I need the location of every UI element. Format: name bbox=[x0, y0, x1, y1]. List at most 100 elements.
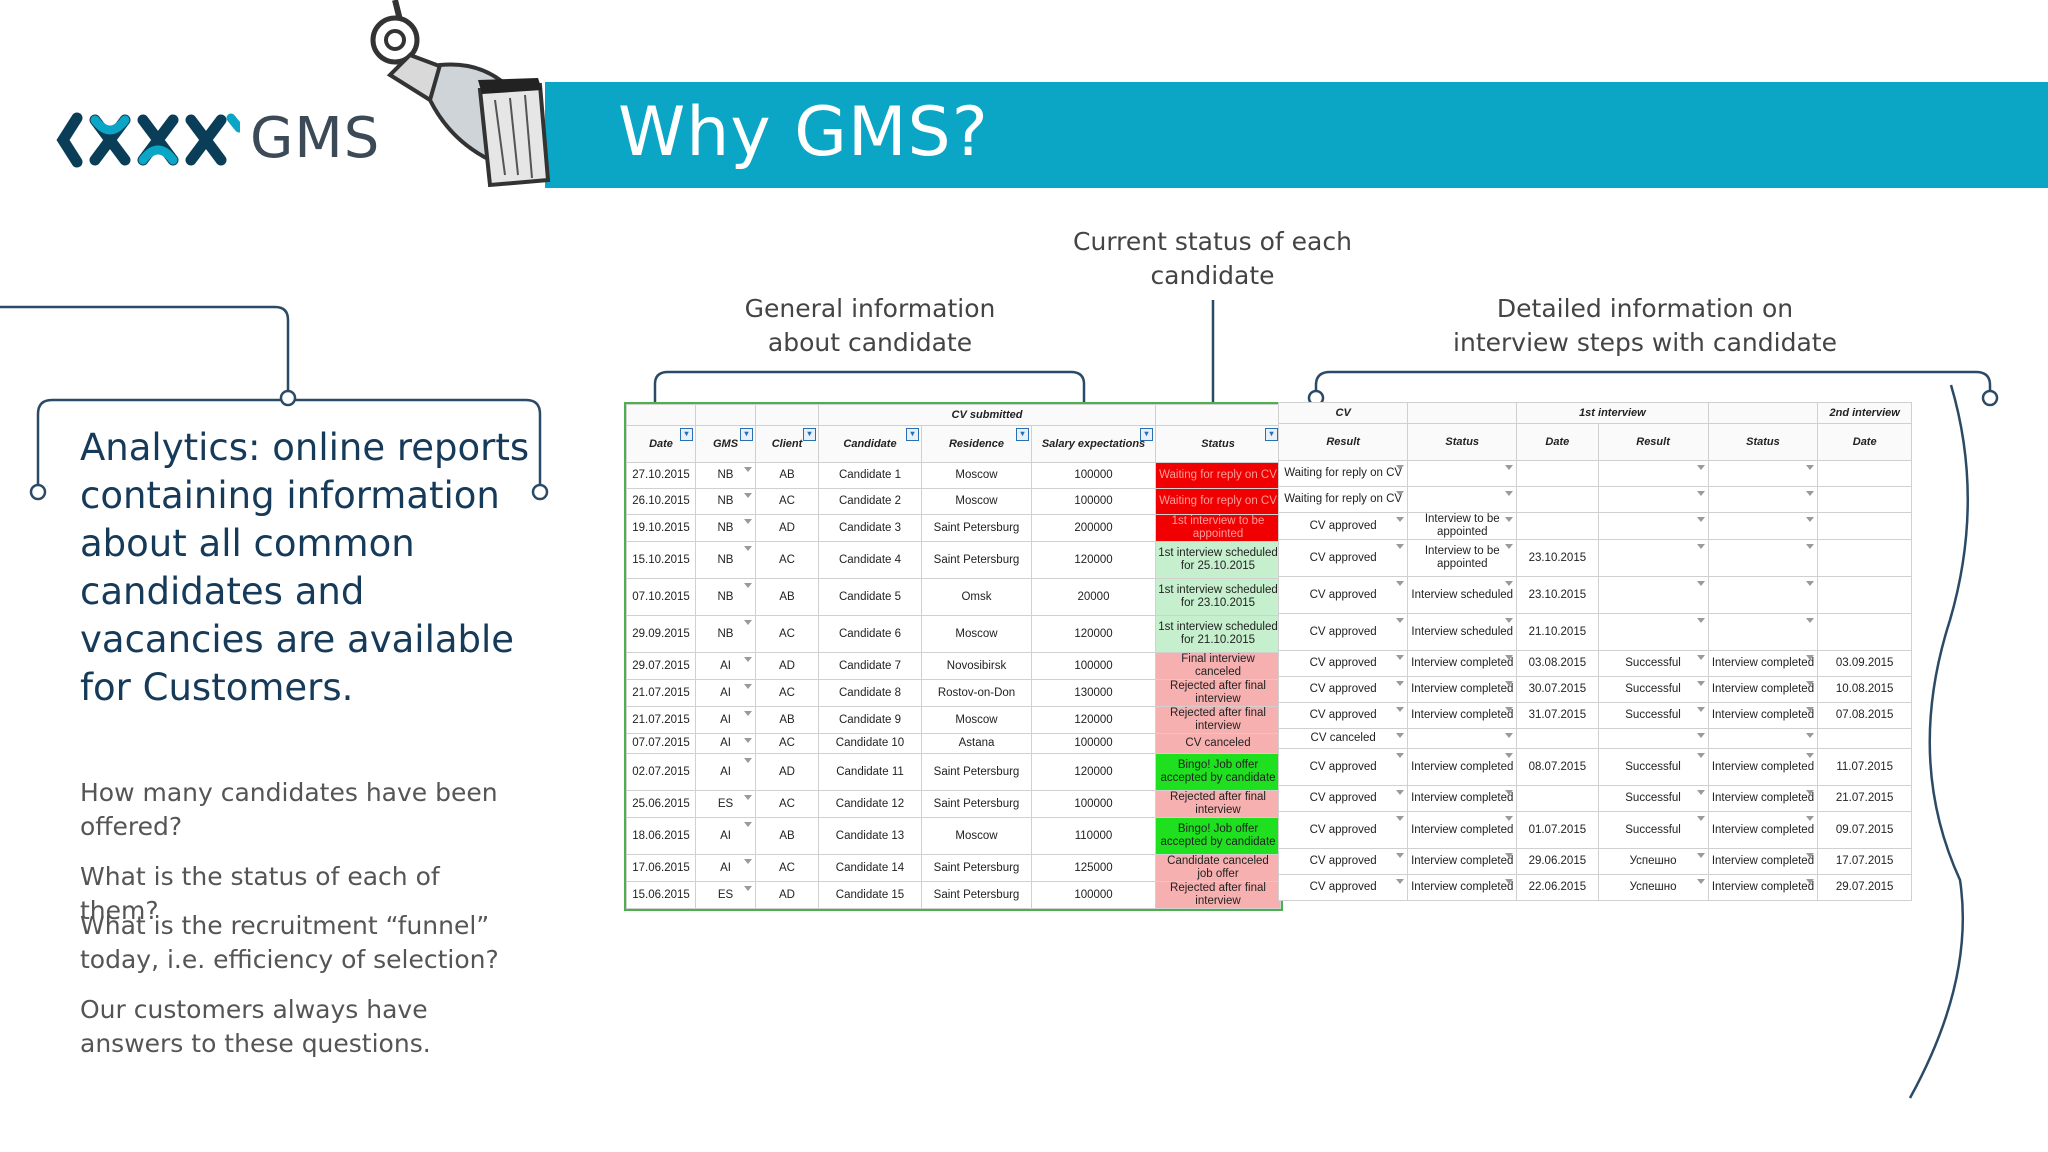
table-cell[interactable]: AI bbox=[695, 652, 756, 680]
status-cell[interactable]: Waiting for reply on CV bbox=[1155, 462, 1281, 489]
table-cell[interactable] bbox=[1597, 486, 1709, 513]
filter-button-icon[interactable]: ▾ bbox=[803, 428, 816, 441]
table-cell[interactable]: AI bbox=[695, 753, 756, 791]
table-cell[interactable]: Успешно bbox=[1597, 874, 1709, 901]
table-cell[interactable]: NB bbox=[695, 462, 756, 489]
table-cell[interactable]: CV approved bbox=[1278, 576, 1409, 614]
table-cell: 18.06.2015 bbox=[626, 817, 696, 855]
table-cell[interactable]: CV approved bbox=[1278, 613, 1409, 651]
table-cell[interactable]: NB bbox=[695, 514, 756, 542]
status-cell[interactable]: 1st interview to be appointed bbox=[1155, 514, 1281, 542]
status-cell[interactable]: CV canceled bbox=[1155, 733, 1281, 754]
table-cell[interactable]: CV approved bbox=[1278, 811, 1409, 849]
table-cell[interactable]: CV approved bbox=[1278, 748, 1409, 786]
table-cell[interactable] bbox=[1597, 512, 1709, 540]
table-cell[interactable]: Interview completed bbox=[1407, 874, 1518, 901]
table-cell[interactable]: Successful bbox=[1597, 748, 1709, 786]
table-cell[interactable] bbox=[1707, 486, 1819, 513]
status-cell[interactable]: Rejected after final interview bbox=[1155, 679, 1281, 707]
filter-button-icon[interactable]: ▾ bbox=[1265, 428, 1278, 441]
table-cell[interactable]: CV approved bbox=[1278, 874, 1409, 901]
table-cell[interactable] bbox=[1597, 460, 1709, 487]
table-cell[interactable] bbox=[1707, 539, 1819, 577]
table-cell[interactable] bbox=[1597, 613, 1709, 651]
status-cell[interactable]: Final interview canceled bbox=[1155, 652, 1281, 680]
table-cell[interactable]: AI bbox=[695, 854, 756, 882]
table-cell[interactable]: CV approved bbox=[1278, 512, 1409, 540]
table-cell[interactable]: Interview completed bbox=[1707, 650, 1819, 677]
table-cell[interactable]: AI bbox=[695, 817, 756, 855]
table-cell[interactable]: Interview completed bbox=[1407, 848, 1518, 875]
status-cell[interactable]: Candidate canceled job offer bbox=[1155, 854, 1281, 882]
filter-button-icon[interactable]: ▾ bbox=[740, 428, 753, 441]
table-cell[interactable]: NB bbox=[695, 578, 756, 616]
table-cell[interactable]: Interview completed bbox=[1407, 811, 1518, 849]
table-cell[interactable]: CV approved bbox=[1278, 785, 1409, 812]
table-cell[interactable] bbox=[1597, 539, 1709, 577]
table-cell[interactable]: Interview completed bbox=[1707, 785, 1819, 812]
table-cell[interactable]: Successful bbox=[1597, 650, 1709, 677]
table-cell[interactable]: Interview completed bbox=[1707, 874, 1819, 901]
table-cell[interactable]: CV approved bbox=[1278, 539, 1409, 577]
table-cell[interactable] bbox=[1597, 576, 1709, 614]
table-cell[interactable] bbox=[1707, 728, 1819, 749]
table-cell[interactable]: Успешно bbox=[1597, 848, 1709, 875]
table-cell[interactable] bbox=[1407, 460, 1518, 487]
table-cell[interactable]: CV approved bbox=[1278, 676, 1409, 703]
status-cell[interactable]: 1st interview scheduled for 23.10.2015 bbox=[1155, 578, 1281, 616]
table-cell[interactable]: Successful bbox=[1597, 811, 1709, 849]
table-cell[interactable]: NB bbox=[695, 488, 756, 515]
filter-button-icon[interactable]: ▾ bbox=[1140, 428, 1153, 441]
table-cell[interactable]: CV approved bbox=[1278, 848, 1409, 875]
filter-button-icon[interactable]: ▾ bbox=[680, 428, 693, 441]
table-cell[interactable] bbox=[1707, 512, 1819, 540]
table-cell[interactable]: Interview completed bbox=[1707, 676, 1819, 703]
table-cell[interactable]: CV approved bbox=[1278, 650, 1409, 677]
status-cell[interactable]: 1st interview scheduled for 25.10.2015 bbox=[1155, 541, 1281, 579]
status-cell[interactable]: Rejected after final interview bbox=[1155, 706, 1281, 734]
table-cell[interactable] bbox=[1707, 613, 1819, 651]
table-cell[interactable]: CV canceled bbox=[1278, 728, 1409, 749]
status-cell[interactable]: 1st interview scheduled for 21.10.2015 bbox=[1155, 615, 1281, 653]
table-cell[interactable]: Interview completed bbox=[1707, 748, 1819, 786]
table-cell[interactable]: Interview completed bbox=[1407, 748, 1518, 786]
status-cell[interactable]: Rejected after final interview bbox=[1155, 881, 1281, 909]
status-cell[interactable]: Waiting for reply on CV bbox=[1155, 488, 1281, 515]
table-cell[interactable]: ES bbox=[695, 790, 756, 818]
table-cell[interactable]: Interview to be appointed bbox=[1407, 539, 1518, 577]
table-cell[interactable] bbox=[1407, 728, 1518, 749]
filter-button-icon[interactable]: ▾ bbox=[1016, 428, 1029, 441]
table-cell[interactable]: NB bbox=[695, 615, 756, 653]
table-cell[interactable]: Interview completed bbox=[1707, 848, 1819, 875]
table-cell[interactable]: Interview completed bbox=[1407, 676, 1518, 703]
table-cell[interactable] bbox=[1597, 728, 1709, 749]
table-cell[interactable]: CV approved bbox=[1278, 702, 1409, 729]
status-cell[interactable]: Bingo! Job offer accepted by candidate bbox=[1155, 817, 1281, 855]
table-cell[interactable]: Interview scheduled bbox=[1407, 576, 1518, 614]
table-cell[interactable] bbox=[1407, 486, 1518, 513]
table-cell[interactable]: Interview scheduled bbox=[1407, 613, 1518, 651]
table-cell[interactable]: NB bbox=[695, 541, 756, 579]
filter-button-icon[interactable]: ▾ bbox=[906, 428, 919, 441]
table-cell[interactable]: Interview completed bbox=[1407, 785, 1518, 812]
table-cell: Candidate 4 bbox=[818, 541, 922, 579]
table-cell[interactable]: AI bbox=[695, 706, 756, 734]
table-cell[interactable]: AI bbox=[695, 679, 756, 707]
table-cell[interactable]: Interview completed bbox=[1407, 702, 1518, 729]
table-cell[interactable]: Successful bbox=[1597, 702, 1709, 729]
status-cell[interactable]: Rejected after final interview bbox=[1155, 790, 1281, 818]
table-cell[interactable]: Interview completed bbox=[1707, 811, 1819, 849]
table-cell[interactable]: Interview completed bbox=[1707, 702, 1819, 729]
table-cell[interactable] bbox=[1707, 576, 1819, 614]
column-header: Residence▾ bbox=[921, 425, 1032, 463]
table-cell[interactable]: AI bbox=[695, 733, 756, 754]
table-cell[interactable]: Waiting for reply on CV bbox=[1278, 486, 1409, 513]
table-cell[interactable]: ES bbox=[695, 881, 756, 909]
table-cell[interactable]: Successful bbox=[1597, 785, 1709, 812]
table-cell[interactable] bbox=[1707, 460, 1819, 487]
table-cell[interactable]: Successful bbox=[1597, 676, 1709, 703]
status-cell[interactable]: Bingo! Job offer accepted by candidate bbox=[1155, 753, 1281, 791]
table-cell[interactable]: Waiting for reply on CV bbox=[1278, 460, 1409, 487]
table-cell[interactable]: Interview completed bbox=[1407, 650, 1518, 677]
table-cell[interactable]: Interview to be appointed bbox=[1407, 512, 1518, 540]
